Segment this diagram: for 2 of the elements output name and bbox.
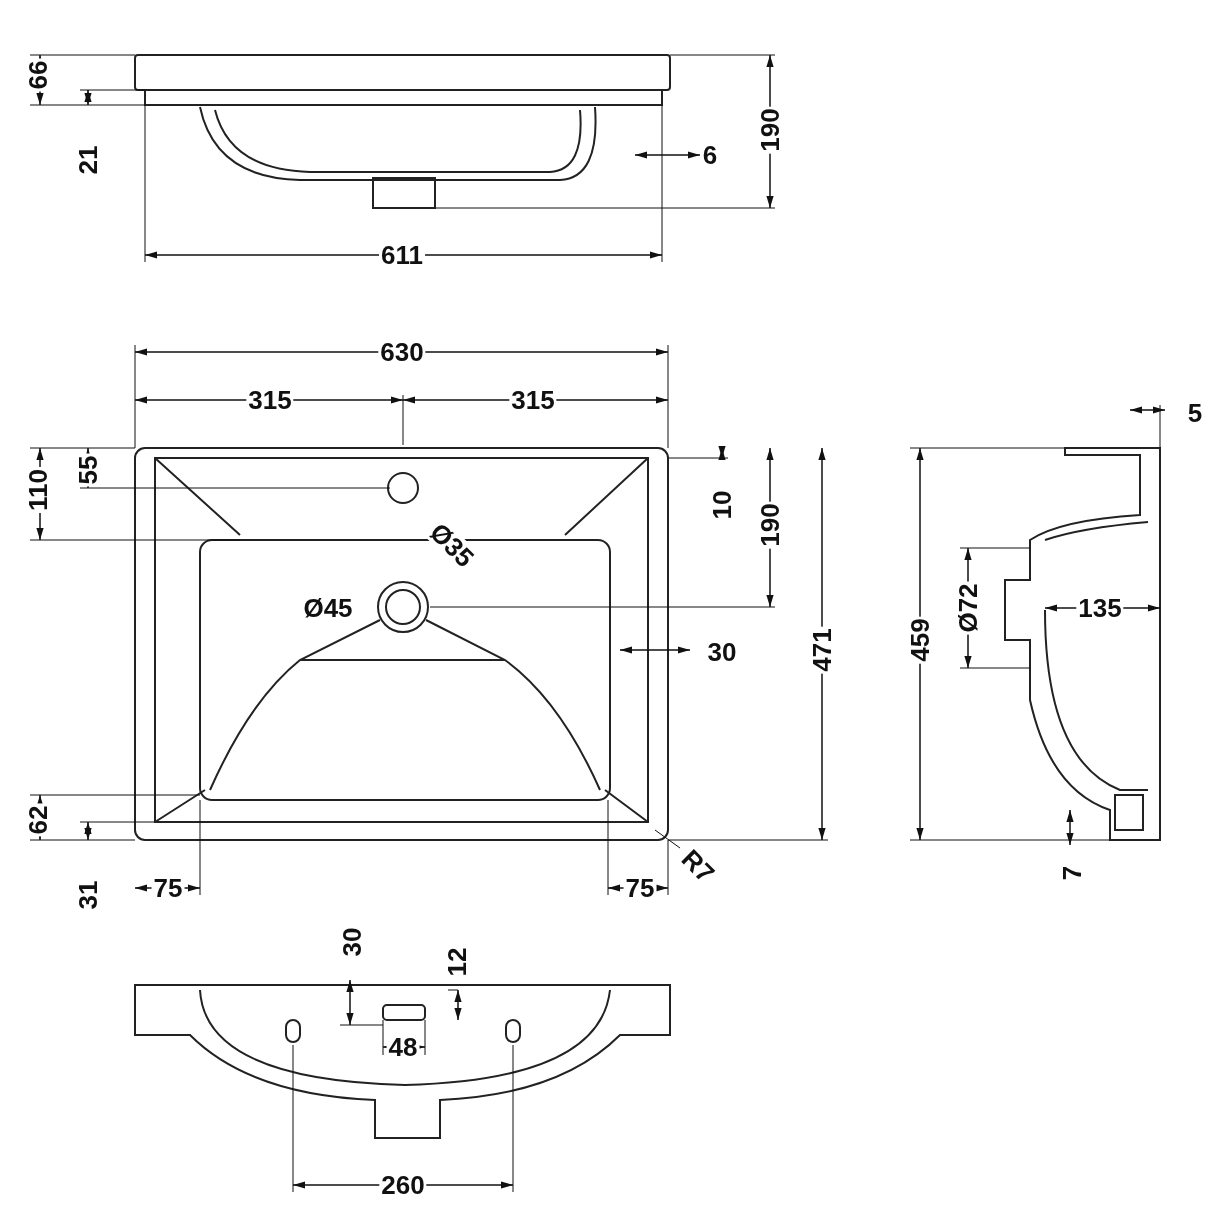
- dimension-value: Ø45: [301, 595, 355, 621]
- dimension-value: Ø72: [955, 581, 981, 635]
